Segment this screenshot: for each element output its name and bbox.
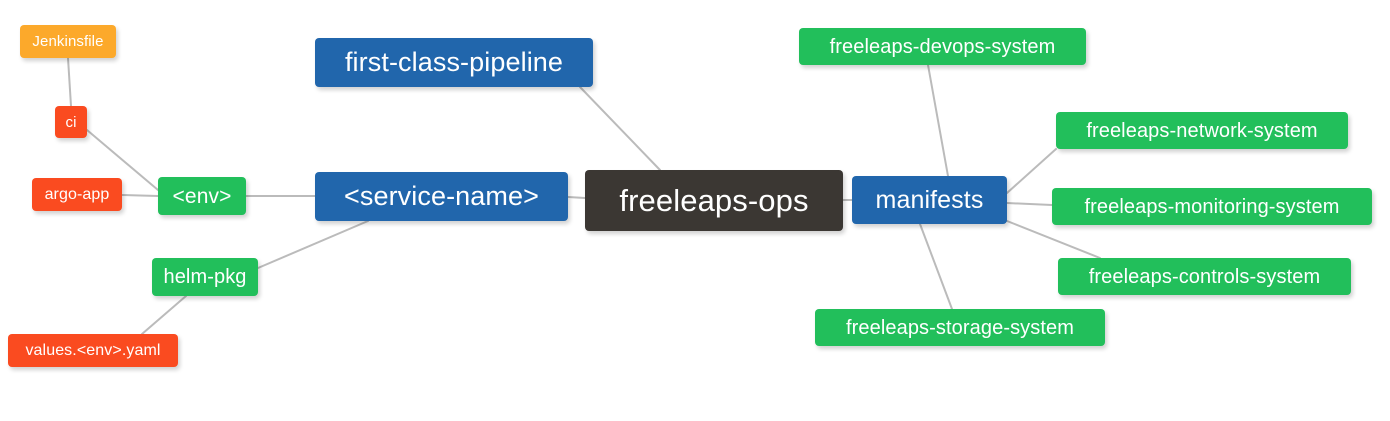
node-label: freeleaps-monitoring-system [1084, 195, 1340, 218]
node-label: freeleaps-controls-system [1088, 265, 1321, 288]
edge-argo-app-to-env [121, 194, 159, 197]
node-helm-pkg[interactable]: helm-pkg [152, 258, 258, 296]
node-label: values.<env>.yaml [25, 341, 161, 359]
node-freeleaps-devops-system[interactable]: freeleaps-devops-system [799, 28, 1086, 65]
node-jenkinsfile[interactable]: Jenkinsfile [20, 25, 116, 58]
node-label: freeleaps-devops-system [829, 35, 1056, 58]
node-label: <service-name> [344, 181, 539, 211]
node-label: Jenkinsfile [32, 33, 104, 50]
node-label: manifests [875, 185, 984, 214]
node-label: freeleaps-storage-system [845, 316, 1075, 339]
node-service-name[interactable]: <service-name> [315, 172, 568, 221]
node-manifests[interactable]: manifests [852, 176, 1007, 224]
node-freeleaps-controls-system[interactable]: freeleaps-controls-system [1058, 258, 1351, 295]
edge-manifests-to-freeleaps-network-system [1006, 148, 1057, 194]
edge-manifests-to-freeleaps-storage-system [919, 223, 953, 310]
edge-jenkinsfile-to-ci [67, 57, 72, 107]
node-first-class-pipeline[interactable]: first-class-pipeline [315, 38, 593, 87]
edge-manifests-to-freeleaps-monitoring-system [1006, 202, 1053, 206]
node-label: freeleaps-network-system [1086, 119, 1318, 142]
node-label: <env> [172, 184, 232, 208]
node-values-env-yaml[interactable]: values.<env>.yaml [8, 334, 178, 367]
node-label: ci [65, 113, 77, 131]
node-freeleaps-network-system[interactable]: freeleaps-network-system [1056, 112, 1348, 149]
node-label: argo-app [44, 185, 110, 203]
node-argo-app[interactable]: argo-app [32, 178, 122, 211]
edge-freeleaps-devops-system-to-manifests [927, 64, 949, 177]
node-freeleaps-storage-system[interactable]: freeleaps-storage-system [815, 309, 1105, 346]
node-label: first-class-pipeline [344, 47, 564, 77]
edge-service-name-to-freeleaps-ops [567, 196, 586, 199]
edge-helm-pkg-to-values-env-yaml [141, 295, 187, 335]
node-freeleaps-ops[interactable]: freeleaps-ops [585, 170, 843, 231]
node-ci[interactable]: ci [55, 106, 87, 138]
edge-first-class-pipeline-to-freeleaps-ops [579, 86, 661, 171]
node-env[interactable]: <env> [158, 177, 246, 215]
node-label: helm-pkg [163, 266, 247, 288]
edge-service-name-to-helm-pkg [257, 220, 369, 269]
node-label: freeleaps-ops [619, 183, 809, 218]
node-freeleaps-monitoring-system[interactable]: freeleaps-monitoring-system [1052, 188, 1372, 225]
edge-manifests-to-freeleaps-controls-system [1006, 220, 1101, 259]
